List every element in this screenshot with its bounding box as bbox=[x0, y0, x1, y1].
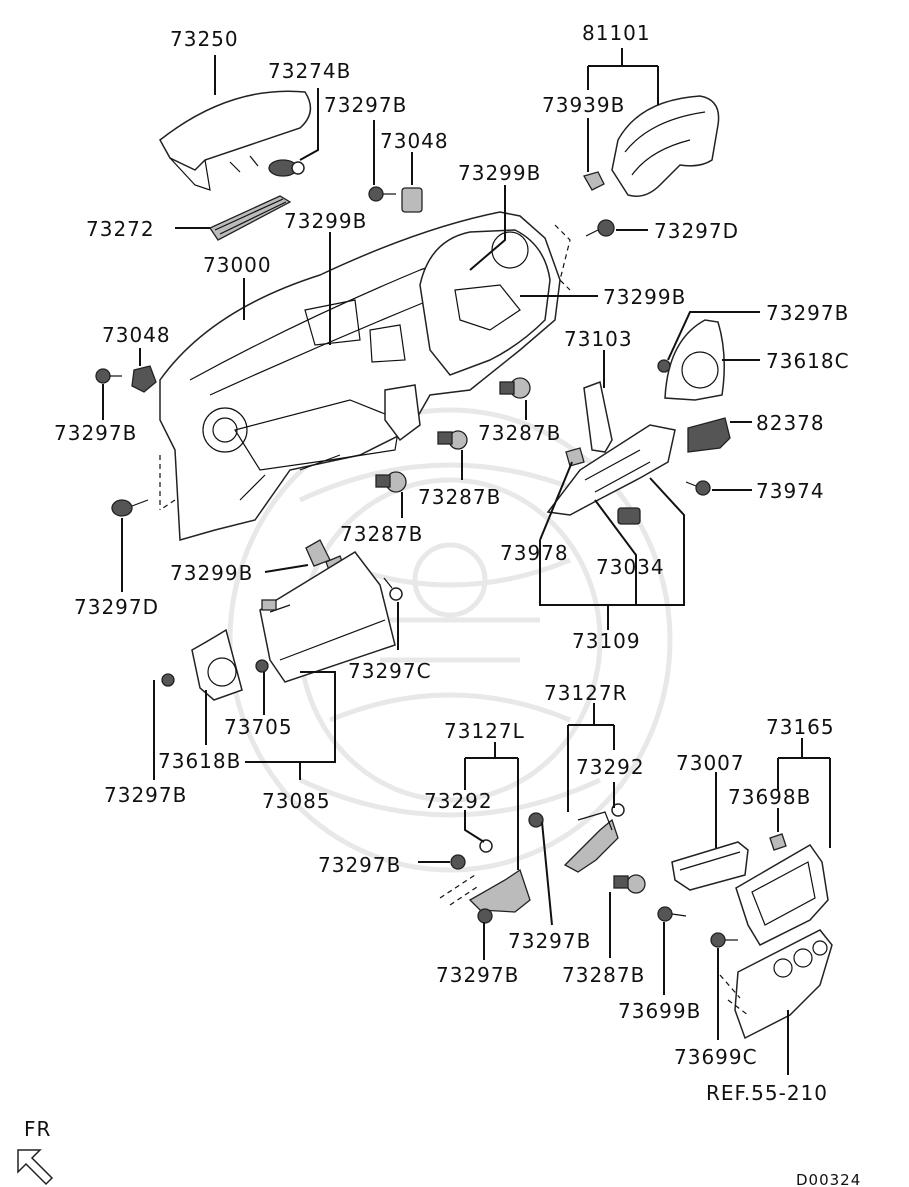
label-73287B-d: 73287B bbox=[562, 963, 645, 987]
part-73007-pocket bbox=[671, 841, 749, 891]
part-73034 bbox=[617, 507, 641, 525]
direction-label: FR bbox=[24, 1117, 51, 1141]
label-73048-top: 73048 bbox=[380, 129, 449, 153]
label-73297D-top: 73297D bbox=[654, 219, 739, 243]
part-73297B-screw-left bbox=[95, 368, 122, 384]
label-73000: 73000 bbox=[203, 253, 272, 277]
part-73000-instrument-panel bbox=[159, 211, 571, 541]
diagram-code: D00324 bbox=[796, 1171, 861, 1187]
label-73127L: 73127L bbox=[444, 719, 525, 743]
part-73939B-clip bbox=[583, 171, 605, 191]
part-73297B-screw-top bbox=[368, 186, 396, 202]
label-73048-left: 73048 bbox=[102, 323, 171, 347]
label-73698B: 73698B bbox=[728, 785, 811, 809]
part-73699B-screw bbox=[657, 906, 687, 922]
part-73287B-bolt-b bbox=[437, 430, 468, 450]
part-73272-strip bbox=[209, 195, 292, 241]
part-73618B-bezel bbox=[161, 628, 243, 701]
part-73974-screw bbox=[685, 480, 711, 496]
label-82378: 82378 bbox=[756, 411, 825, 435]
label-73297B-left: 73297B bbox=[54, 421, 137, 445]
label-73165: 73165 bbox=[766, 715, 835, 739]
label-73297B-center: 73297B bbox=[508, 929, 591, 953]
label-73297B-bottom: 73297B bbox=[436, 963, 519, 987]
label-73297D-left: 73297D bbox=[74, 595, 159, 619]
part-73109-lower-panel bbox=[546, 424, 676, 516]
part-73618C-bezel bbox=[657, 319, 725, 401]
part-73287B-bolt-a bbox=[499, 377, 531, 399]
label-73272: 73272 bbox=[86, 217, 155, 241]
label-73103: 73103 bbox=[564, 327, 633, 351]
label-73292-right: 73292 bbox=[576, 755, 645, 779]
part-81101-meter-hood bbox=[611, 95, 720, 197]
label-73287B-b: 73287B bbox=[418, 485, 501, 509]
fr-direction-arrow bbox=[17, 1149, 54, 1186]
part-73699C-screw bbox=[710, 932, 738, 948]
label-73297B-lower-left: 73297B bbox=[104, 783, 187, 807]
label-73699B: 73699B bbox=[618, 999, 701, 1023]
part-labels: 73250 73274B 73297B 73048 81101 73939B 7… bbox=[24, 21, 861, 1187]
part-73085-glove-box bbox=[255, 551, 396, 683]
part-73103-trim bbox=[583, 380, 613, 453]
label-73939B: 73939B bbox=[542, 93, 625, 117]
part-73297D-screw-left bbox=[111, 499, 149, 517]
part-73127R-bracket bbox=[528, 803, 646, 894]
label-ref-55-210: REF.55-210 bbox=[706, 1081, 828, 1105]
label-73299B-a: 73299B bbox=[458, 161, 541, 185]
label-73292-left: 73292 bbox=[424, 789, 493, 813]
label-73250: 73250 bbox=[170, 27, 239, 51]
part-73048-nut-left bbox=[131, 365, 157, 393]
part-73287B-bolt-c bbox=[375, 471, 407, 493]
label-73109: 73109 bbox=[572, 629, 641, 653]
label-73297B-right: 73297B bbox=[766, 301, 849, 325]
part-73250-cover bbox=[159, 90, 312, 191]
label-73127R: 73127R bbox=[544, 681, 628, 705]
leader-lines bbox=[102, 48, 831, 1075]
part-73274B-clip bbox=[268, 159, 305, 177]
label-73007: 73007 bbox=[676, 751, 745, 775]
label-73299B-d: 73299B bbox=[170, 561, 253, 585]
label-73297B-top: 73297B bbox=[324, 93, 407, 117]
label-81101: 81101 bbox=[582, 21, 651, 45]
label-73274B: 73274B bbox=[268, 59, 351, 83]
label-73034: 73034 bbox=[596, 555, 665, 579]
label-73699C: 73699C bbox=[674, 1045, 758, 1069]
label-73974: 73974 bbox=[756, 479, 825, 503]
watermark bbox=[227, 407, 673, 873]
part-73127L-bracket bbox=[439, 839, 531, 924]
part-heater-control-panel bbox=[719, 929, 833, 1040]
label-73705: 73705 bbox=[224, 715, 293, 739]
label-73297B-mid: 73297B bbox=[318, 853, 401, 877]
part-73297C-screw bbox=[383, 577, 403, 601]
part-73297D-screw-top bbox=[585, 219, 615, 237]
label-73618B: 73618B bbox=[158, 749, 241, 773]
label-73618C: 73618C bbox=[766, 349, 850, 373]
label-73085: 73085 bbox=[262, 789, 331, 813]
label-73978: 73978 bbox=[500, 541, 569, 565]
label-73299B-c: 73299B bbox=[603, 285, 686, 309]
part-73165-center-bezel bbox=[735, 833, 829, 946]
part-73048-nut-top bbox=[401, 187, 423, 213]
part-82378-switch bbox=[687, 417, 731, 453]
label-73287B-c: 73287B bbox=[340, 522, 423, 546]
label-73287B-a: 73287B bbox=[478, 421, 561, 445]
label-73297C: 73297C bbox=[348, 659, 432, 683]
label-73299B-b: 73299B bbox=[284, 209, 367, 233]
